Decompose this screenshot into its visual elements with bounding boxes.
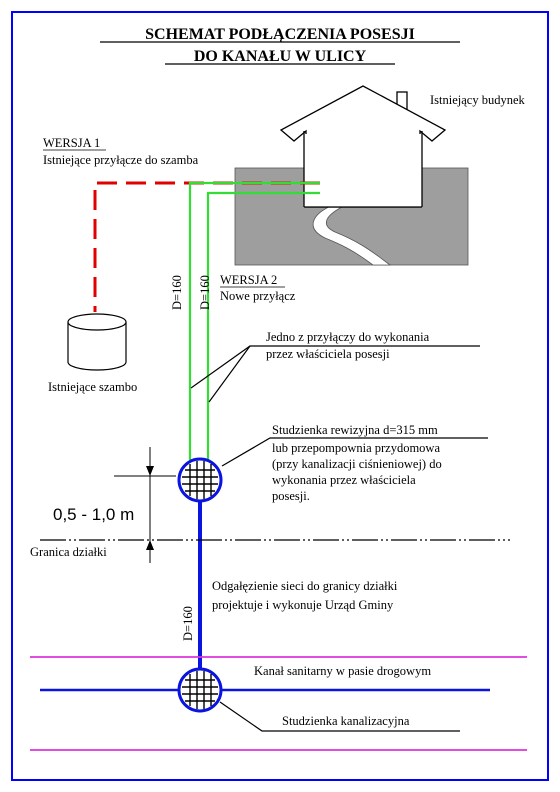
branch-note-line-2: projektuje i wykonuje Urząd Gminy xyxy=(212,598,394,612)
distance-dimension xyxy=(114,447,176,563)
distance-label: 0,5 - 1,0 m xyxy=(53,505,134,524)
inspection-chamber-icon xyxy=(177,457,223,503)
sewer-label: Kanał sanitarny w pasie drogowym xyxy=(254,664,431,678)
pipe-diameter-label-3: D=160 xyxy=(181,606,195,641)
inspection-line-2: lub przepompownia przydomowa xyxy=(272,441,440,455)
pipe-diameter-label-1: D=160 xyxy=(170,275,184,310)
manhole-label: Studzienka kanalizacyjna xyxy=(282,714,410,728)
inspection-line-4: wykonania przez właściciela xyxy=(272,473,416,487)
title-line-2: DO KANAŁU W ULICY xyxy=(194,48,367,65)
inspection-leader xyxy=(221,437,488,467)
version1-heading: WERSJA 1 xyxy=(43,136,100,150)
version1-text: Istniejące przyłącze do szamba xyxy=(43,153,199,167)
building-label: Istniejący budynek xyxy=(430,93,526,107)
cesspit-icon xyxy=(67,313,127,371)
new-connection-pipe-2 xyxy=(206,191,320,460)
driveway-path xyxy=(312,204,392,266)
inspection-line-5: posesji. xyxy=(272,489,310,503)
owner-note-line-1: Jedno z przyłączy do wykonania xyxy=(266,330,430,344)
pipe-diameter-label-2: D=160 xyxy=(198,275,212,310)
cesspit-label: Istniejące szambo xyxy=(48,380,137,394)
owner-note-line-2: przez właściciela posesji xyxy=(266,347,390,361)
house-icon xyxy=(279,85,447,208)
new-connection-pipe-1 xyxy=(188,181,320,460)
page-border xyxy=(11,11,549,781)
version2-heading: WERSJA 2 xyxy=(220,273,277,287)
inspection-line-3: (przy kanalizacji ciśnieniowej) do xyxy=(272,457,442,471)
manhole-icon xyxy=(177,667,223,713)
owner-note-leader-2 xyxy=(208,345,251,403)
title-line-1: SCHEMAT PODŁĄCZENIA POSESJI xyxy=(145,26,415,43)
boundary-label: Granica działki xyxy=(30,545,107,559)
manhole-leader xyxy=(219,701,460,732)
inspection-line-1: Studzienka rewizyjna d=315 mm xyxy=(272,423,438,437)
branch-note-line-1: Odgałęzienie sieci do granicy działki xyxy=(212,579,398,593)
version2-text: Nowe przyłącz xyxy=(220,289,296,303)
